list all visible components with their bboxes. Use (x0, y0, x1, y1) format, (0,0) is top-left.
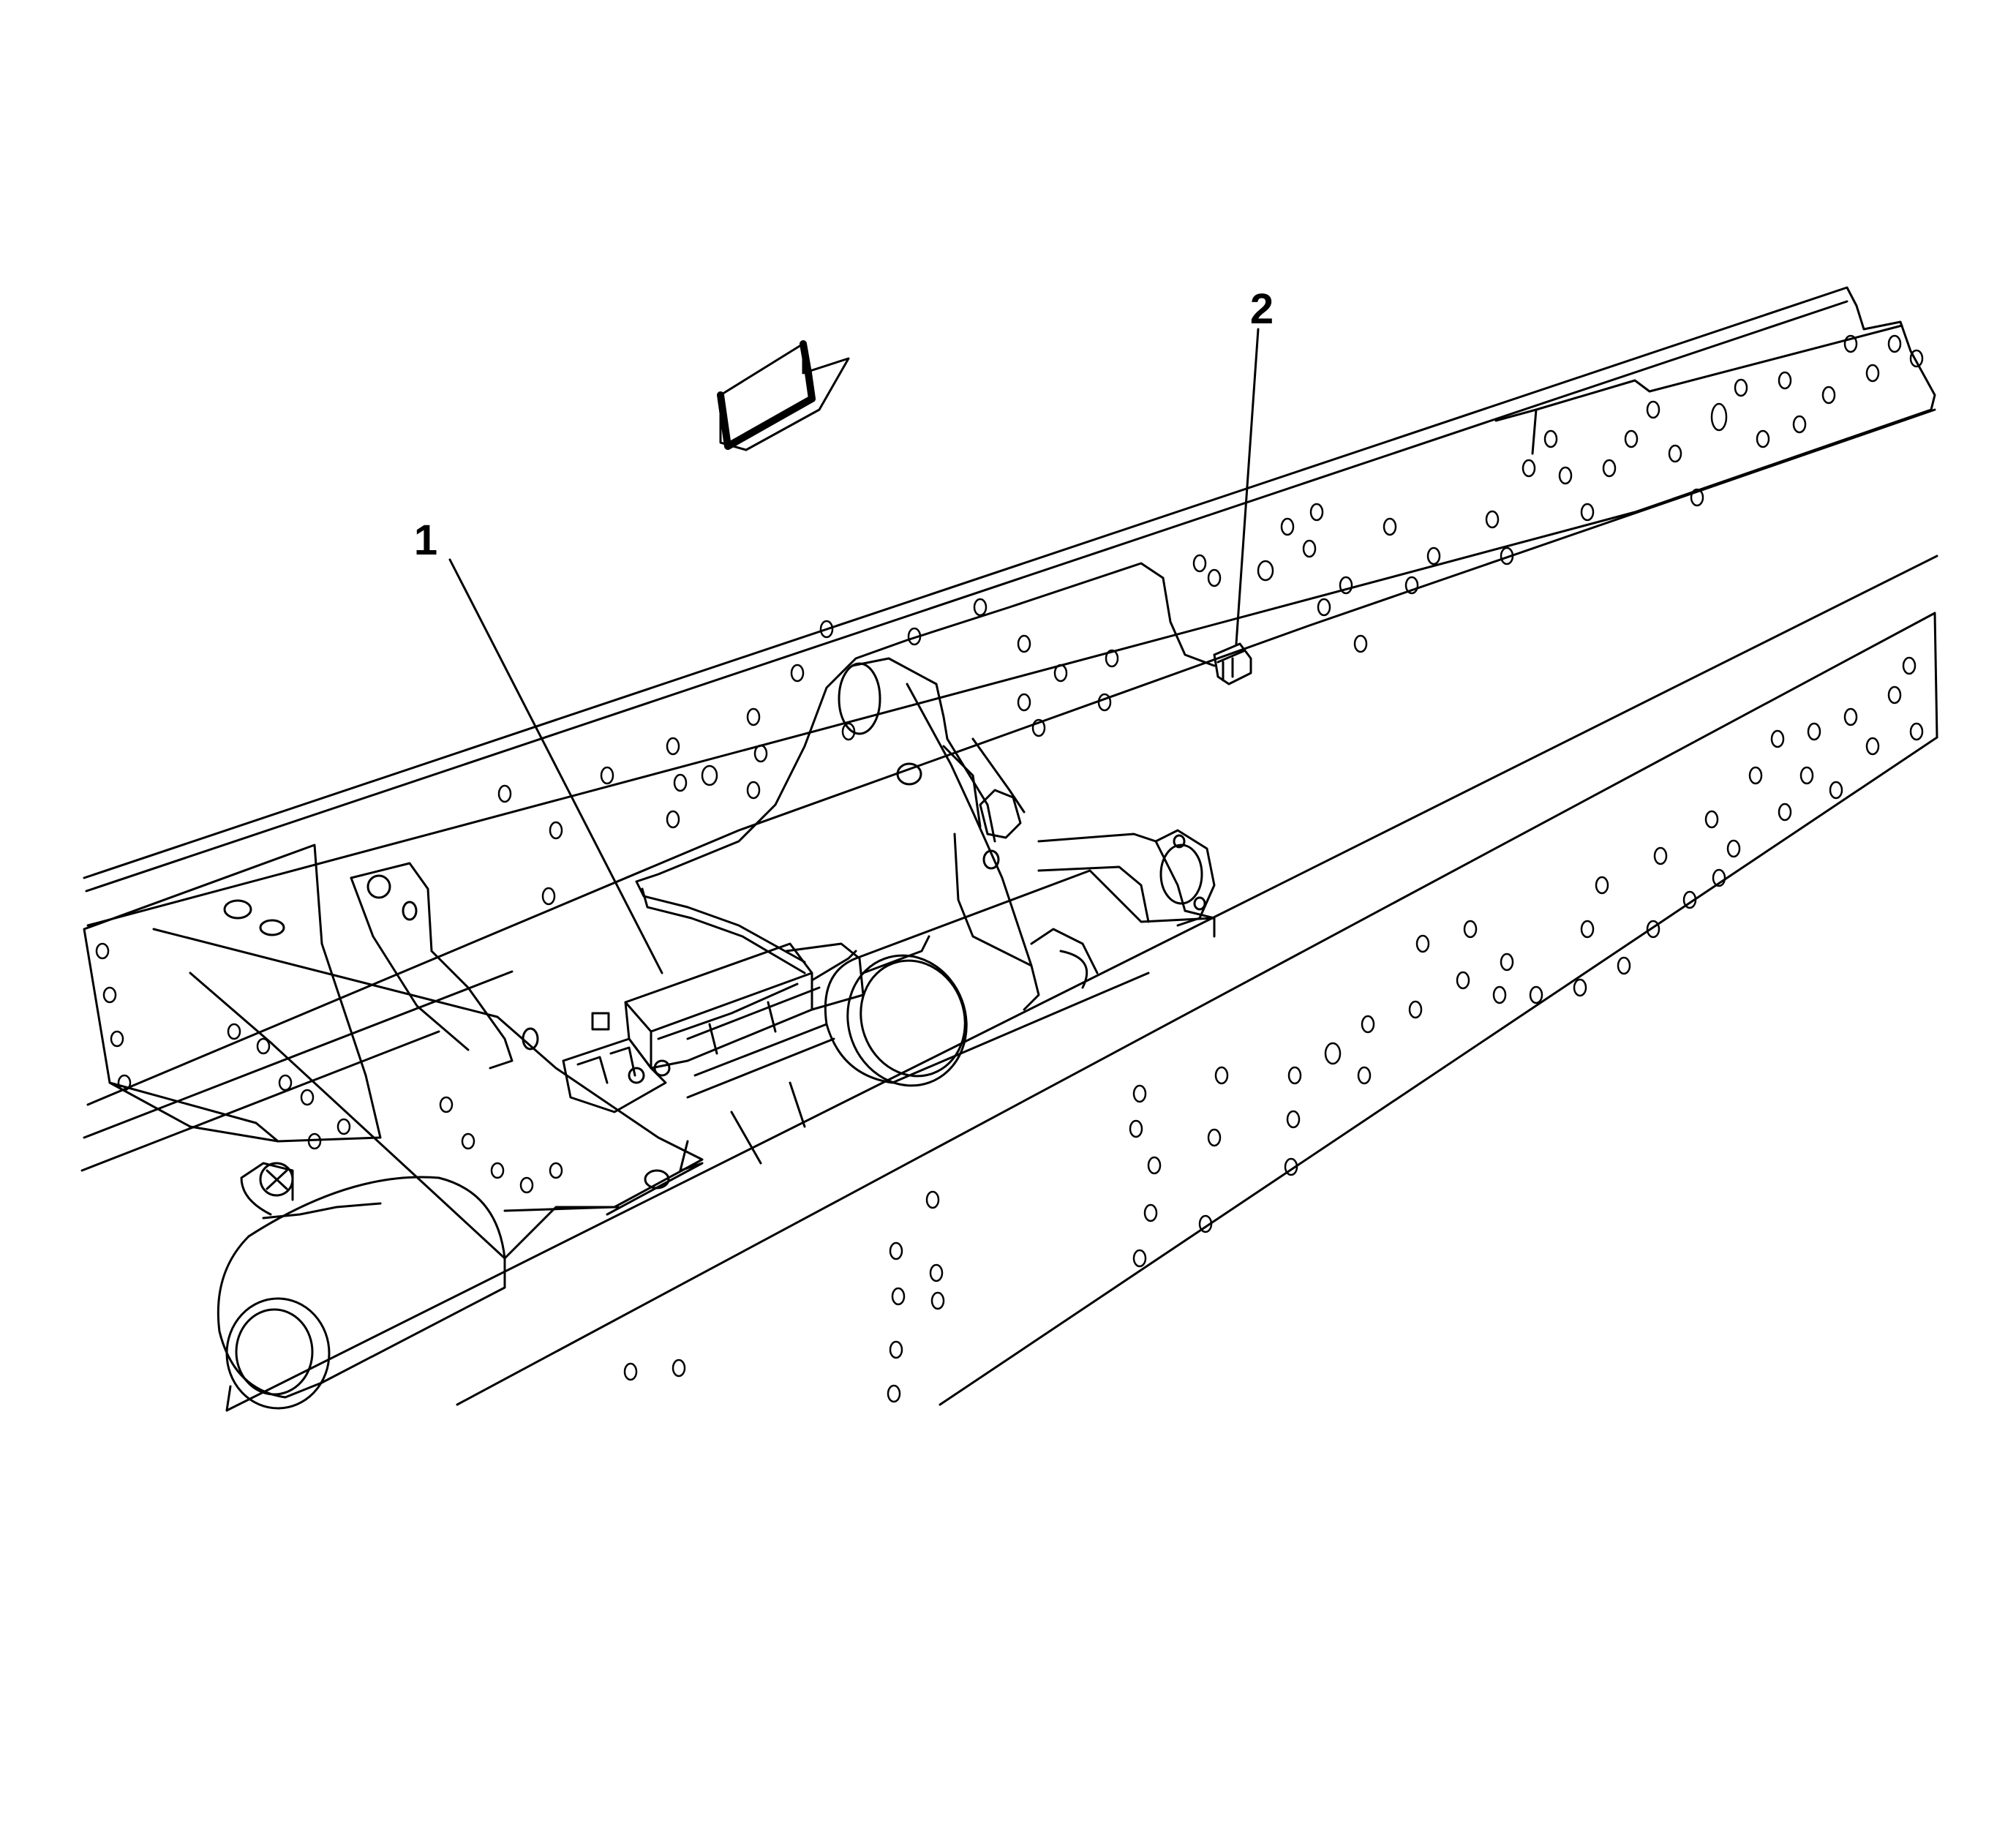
near-rail-holes (623, 656, 1924, 1403)
far-rail-holes (497, 334, 1924, 906)
crossmember-holes (95, 942, 563, 1194)
callout-1-label: 1 (414, 516, 437, 564)
near-frame-rail (225, 555, 1938, 1412)
crossmember (83, 844, 704, 1260)
forward-direction-arrow-icon (717, 340, 850, 451)
connector (1213, 642, 1252, 685)
hanger-bracket-right (838, 657, 1040, 1011)
module (562, 942, 865, 1113)
exhaust-system (217, 829, 1216, 1410)
hanger-bracket-left (350, 862, 539, 1070)
callout-2-leader (1235, 328, 1260, 645)
far-frame-rail (80, 286, 1936, 1172)
wiring-harness (635, 562, 1216, 982)
callout-2-label: 2 (1250, 285, 1274, 333)
callout-1-leader (448, 558, 663, 974)
